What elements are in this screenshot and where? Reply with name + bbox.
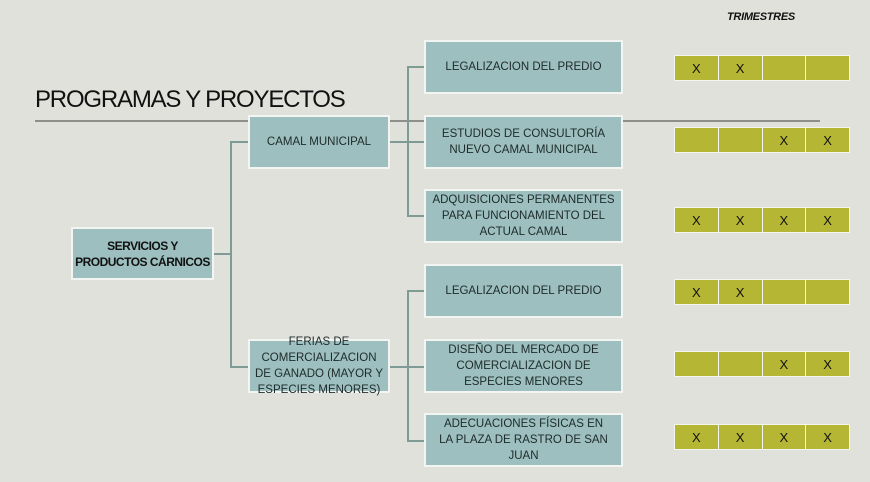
project-node: LEGALIZACION DEL PREDIO bbox=[424, 264, 623, 318]
quarter-cell: X bbox=[718, 280, 762, 304]
connector bbox=[407, 440, 426, 442]
root-node: SERVICIOS Y PRODUCTOS CÁRNICOS bbox=[71, 227, 214, 280]
program-label: CAMAL MUNICIPAL bbox=[266, 136, 372, 148]
quarter-cell: X bbox=[806, 208, 849, 232]
program-node: FERIAS DE COMERCIALIZACION DE GANADO (MA… bbox=[248, 336, 390, 396]
program-label: FERIAS DE COMERCIALIZACION DE GANADO (MA… bbox=[254, 336, 383, 396]
quarter-cell: X bbox=[675, 208, 718, 232]
quarter-cell bbox=[806, 56, 849, 80]
project-node: ESTUDIOS DE CONSULTORÍA NUEVO CAMAL MUNI… bbox=[424, 115, 623, 169]
quarter-cell: X bbox=[762, 128, 806, 152]
project-label: ADECUACIONES FÍSICAS EN LA PLAZA DE RAST… bbox=[439, 418, 608, 462]
root-label: SERVICIOS Y PRODUCTOS CÁRNICOS bbox=[75, 238, 210, 269]
connector bbox=[213, 253, 231, 255]
connector bbox=[407, 290, 426, 292]
quarter-cell: X bbox=[675, 280, 718, 304]
project-label: LEGALIZACION DEL PREDIO bbox=[445, 285, 602, 297]
connector bbox=[389, 141, 408, 143]
quarter-cell bbox=[675, 352, 718, 376]
project-node: LEGALIZACION DEL PREDIO bbox=[424, 40, 623, 94]
quarter-cell: X bbox=[806, 128, 849, 152]
connector bbox=[230, 141, 232, 367]
project-node: ADQUISICIONES PERMANENTES PARA FUNCIONAM… bbox=[424, 189, 623, 243]
quarter-row: X X bbox=[674, 127, 850, 153]
project-node: ADECUACIONES FÍSICAS EN LA PLAZA DE RAST… bbox=[424, 413, 623, 467]
project-label: ESTUDIOS DE CONSULTORÍA NUEVO CAMAL MUNI… bbox=[441, 128, 606, 156]
quarter-cell: X bbox=[718, 425, 762, 449]
connector bbox=[407, 366, 426, 368]
connector bbox=[407, 141, 426, 143]
connector bbox=[407, 66, 426, 68]
quarter-row: X X X X bbox=[674, 207, 850, 233]
quarter-cell bbox=[718, 352, 762, 376]
connector bbox=[389, 366, 408, 368]
quarter-row: X X bbox=[674, 55, 850, 81]
project-label: ADQUISICIONES PERMANENTES PARA FUNCIONAM… bbox=[432, 194, 615, 238]
connector bbox=[230, 141, 249, 143]
quarter-cell: X bbox=[675, 56, 718, 80]
quarter-cell: X bbox=[762, 425, 806, 449]
connector bbox=[407, 215, 426, 217]
quarter-cell: X bbox=[762, 352, 806, 376]
quarter-row: X X X X bbox=[674, 424, 850, 450]
quarter-cell bbox=[762, 56, 806, 80]
connector bbox=[230, 366, 249, 368]
quarter-cell: X bbox=[806, 352, 849, 376]
project-label: DISEÑO DEL MERCADO DE COMERCIALIZACION D… bbox=[448, 344, 599, 388]
page-title: PROGRAMAS Y PROYECTOS bbox=[35, 86, 346, 113]
quarter-cell bbox=[718, 128, 762, 152]
quarter-cell: X bbox=[806, 425, 849, 449]
quarter-cell: X bbox=[675, 425, 718, 449]
quarter-row: X X bbox=[674, 351, 850, 377]
quarter-cell bbox=[806, 280, 849, 304]
project-node: DISEÑO DEL MERCADO DE COMERCIALIZACION D… bbox=[424, 339, 623, 393]
connector bbox=[407, 290, 409, 441]
quarter-row: X X bbox=[674, 279, 850, 305]
project-label: LEGALIZACION DEL PREDIO bbox=[445, 61, 602, 73]
quarter-cell: X bbox=[718, 56, 762, 80]
quarter-cell bbox=[675, 128, 718, 152]
quarter-cell: X bbox=[718, 208, 762, 232]
program-node: CAMAL MUNICIPAL bbox=[248, 115, 390, 169]
quarter-cell bbox=[762, 280, 806, 304]
quarter-cell: X bbox=[762, 208, 806, 232]
quarters-header: TRIMESTRES bbox=[727, 11, 795, 23]
